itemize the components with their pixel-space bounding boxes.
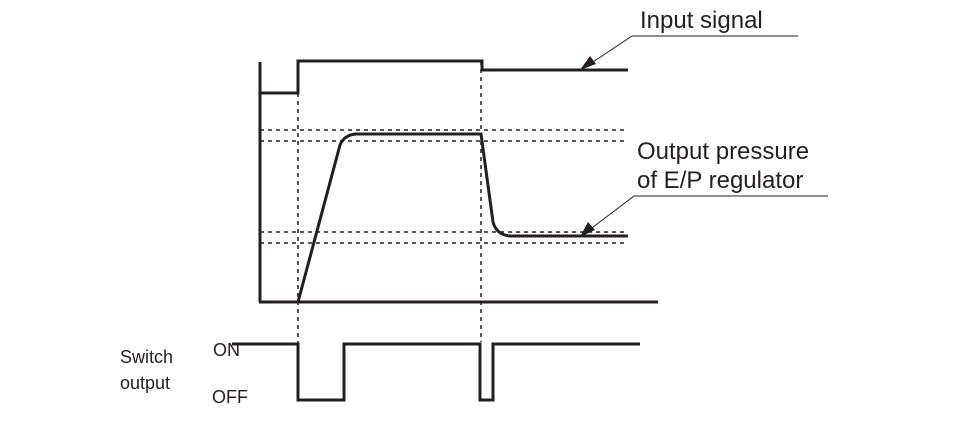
input-signal-trace (260, 59, 628, 95)
output-pressure-label-line2: of E/P regulator (637, 167, 804, 194)
input-signal-leader (583, 35, 798, 69)
output-pressure-trace (296, 132, 628, 303)
on-state-label: ON (213, 340, 240, 360)
switch-output-label-line2: output (120, 373, 171, 393)
output-pressure-leader (583, 195, 828, 235)
input-signal-label: Input signal (640, 7, 763, 34)
switch-output-label-line1: Switch (120, 347, 174, 367)
output-pressure-arrow-icon (580, 222, 595, 237)
switch-output-trace (232, 342, 640, 402)
off-state-label: OFF (212, 387, 248, 407)
input-signal-arrow-icon (580, 56, 596, 70)
output-pressure-label-line1: Output pressure (637, 138, 810, 165)
